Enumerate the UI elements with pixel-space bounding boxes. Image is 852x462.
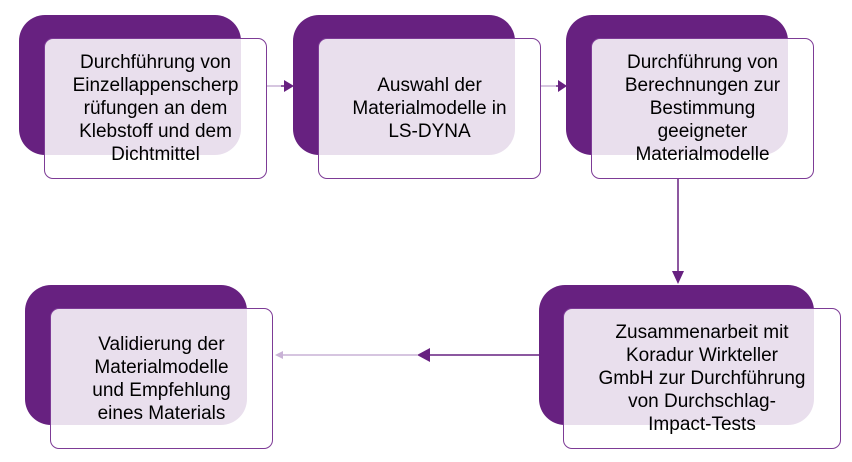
connector-layer bbox=[267, 80, 684, 362]
arrowhead-4-5-light bbox=[275, 351, 283, 359]
step2-box: Auswahl der Materialmodelle in LS-DYNA bbox=[318, 38, 541, 179]
arrowhead-3-4 bbox=[672, 271, 684, 284]
step1-label: Durchführung von Einzellappenscherp rüfu… bbox=[72, 52, 239, 165]
step4-box: Zusammenarbeit mit Koradur Wirkteller Gm… bbox=[563, 308, 841, 449]
step3-box: Durchführung von Berechnungen zur Bestim… bbox=[591, 38, 814, 179]
arrowhead-1-2 bbox=[284, 80, 294, 92]
step5-label: Validierung der Materialmodelle und Empf… bbox=[92, 333, 231, 424]
step3-label: Durchführung von Berechnungen zur Bestim… bbox=[624, 52, 781, 165]
step2-label: Auswahl der Materialmodelle in LS-DYNA bbox=[352, 75, 507, 142]
step1-box: Durchführung von Einzellappenscherp rüfu… bbox=[44, 38, 267, 179]
arrowhead-2-3 bbox=[558, 80, 567, 92]
arrowhead-4-5 bbox=[417, 348, 430, 362]
step5-box: Validierung der Materialmodelle und Empf… bbox=[50, 308, 273, 449]
step4-label: Zusammenarbeit mit Koradur Wirkteller Gm… bbox=[598, 322, 806, 435]
